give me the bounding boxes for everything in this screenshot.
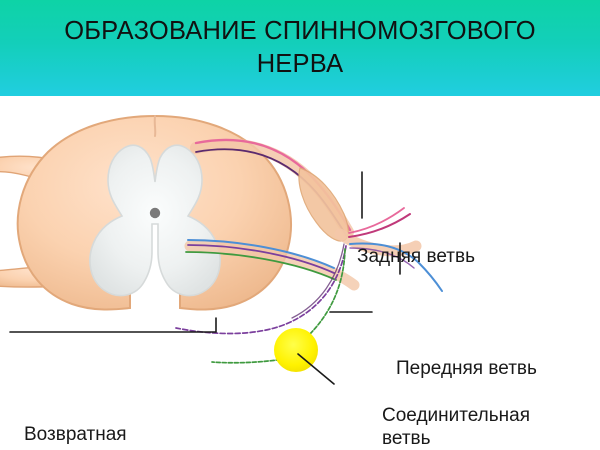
label-anterior-branch: Передняя ветвь: [396, 358, 537, 379]
posterior-ramus: [348, 207, 411, 238]
anterior-ramus: [349, 242, 443, 292]
diagram-area: Задняя ветвь Передняя ветвь Соединительн…: [0, 96, 600, 450]
posterior-median-sulcus: [153, 115, 157, 137]
spinal-nerve-trunk: [334, 228, 422, 257]
leader-lines: [9, 171, 401, 385]
label-posterior-branch: Задняя ветвь: [357, 246, 475, 267]
grey-matter-butterfly: [89, 144, 221, 297]
header-band: [0, 0, 600, 96]
spinal-nerve-diagram: [0, 114, 443, 385]
label-connecting-branch: Соединительная ветвь: [382, 405, 531, 450]
central-canal: [149, 207, 161, 219]
label-recurrent-branch: Возвратная ветвь: [24, 424, 127, 450]
page-title: ОБРАЗОВАНИЕ СПИННОМОЗГОВОГО НЕРВА: [64, 17, 536, 78]
leader-recurrent: [9, 317, 217, 333]
leader-ganglion: [297, 353, 335, 385]
ventral-root: [184, 239, 360, 291]
